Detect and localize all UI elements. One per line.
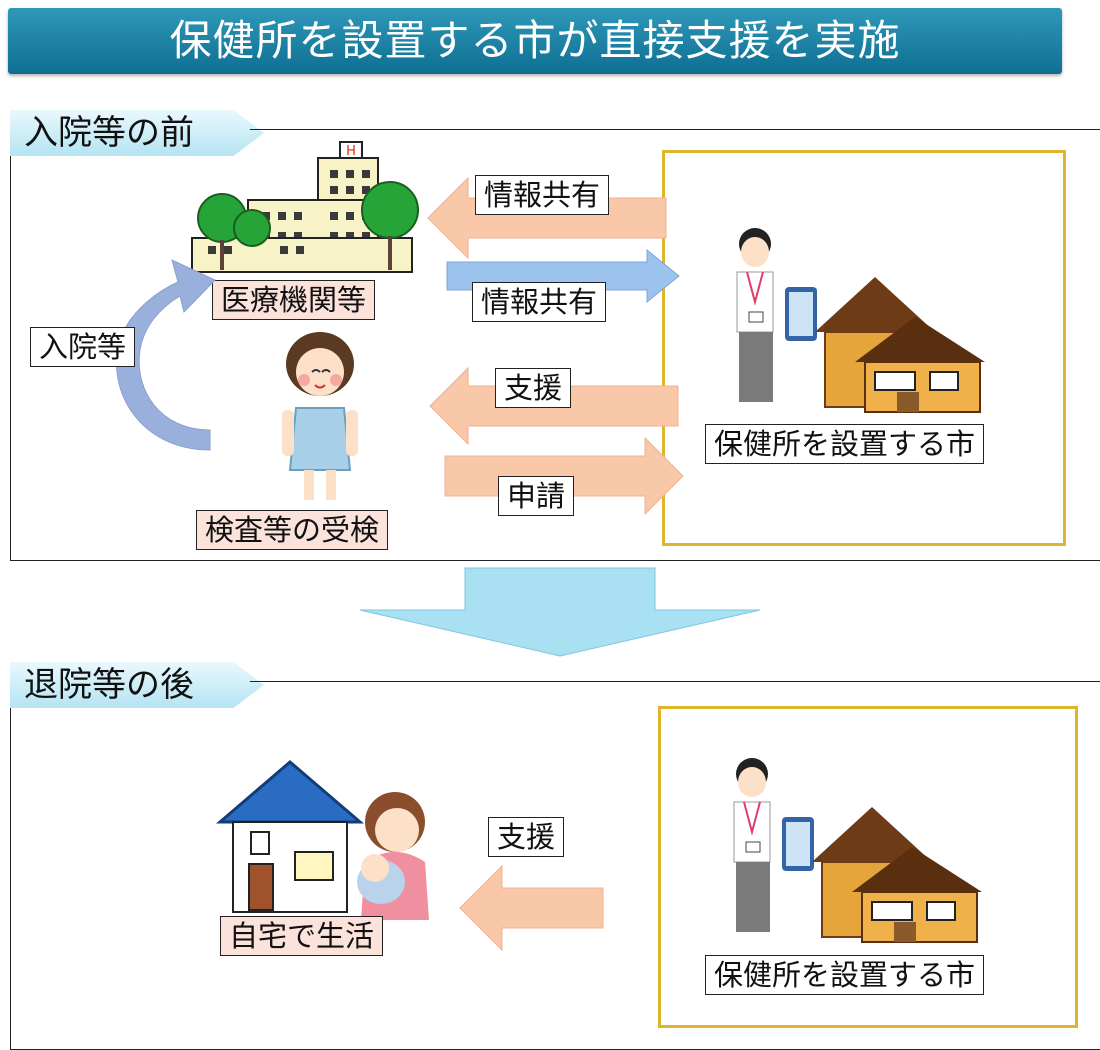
application-text: 申請 [507, 479, 566, 513]
section-title-before: 入院等の前 [24, 113, 194, 153]
page-title: 保健所を設置する市が直接支援を実施 [169, 16, 901, 65]
patient-label-text: 検査等の受検 [205, 513, 380, 547]
support-label-before: 支援 [495, 368, 572, 408]
section-line-after [250, 681, 1100, 682]
share-to-city-text: 情報共有 [481, 285, 598, 319]
hospital-icon: H [191, 141, 419, 273]
share-to-hospital-text: 情報共有 [484, 178, 601, 212]
section-tab-after: 退院等の後 [10, 662, 264, 708]
home-label-text: 自宅で生活 [229, 919, 375, 953]
section-line-before [250, 129, 1100, 130]
patient-icon [282, 332, 358, 500]
support-text-after: 支援 [497, 820, 556, 854]
city-label-before-text: 保健所を設置する市 [714, 427, 976, 461]
support-label-after: 支援 [488, 817, 565, 857]
admission-curve-arrow [116, 259, 216, 451]
admission-label: 入院等 [30, 327, 136, 367]
share-to-city-label: 情報共有 [472, 282, 607, 322]
health-center-city-icon-before [736, 228, 985, 413]
support-text-before: 支援 [504, 371, 563, 405]
health-center-city-icon-after [733, 758, 982, 943]
title-banner: 保健所を設置する市が直接支援を実施 [8, 8, 1062, 74]
patient-label: 検査等の受検 [196, 510, 389, 550]
down-transition-arrow [359, 567, 761, 657]
city-label-after-text: 保健所を設置する市 [714, 958, 976, 992]
application-label: 申請 [498, 476, 575, 516]
before-panel [10, 156, 1100, 561]
city-label-after: 保健所を設置する市 [705, 955, 985, 995]
admission-label-text: 入院等 [39, 330, 127, 364]
home-icon [215, 760, 429, 920]
share-to-hospital-label: 情報共有 [475, 175, 610, 215]
svg-text:H: H [346, 144, 356, 159]
hospital-label: 医療機関等 [212, 280, 376, 320]
city-label-before: 保健所を設置する市 [705, 424, 985, 464]
home-label: 自宅で生活 [220, 916, 384, 956]
hospital-label-text: 医療機関等 [221, 283, 367, 317]
section-tab-before: 入院等の前 [10, 110, 264, 156]
support-arrow-after [459, 864, 604, 952]
section-title-after: 退院等の後 [24, 665, 194, 705]
